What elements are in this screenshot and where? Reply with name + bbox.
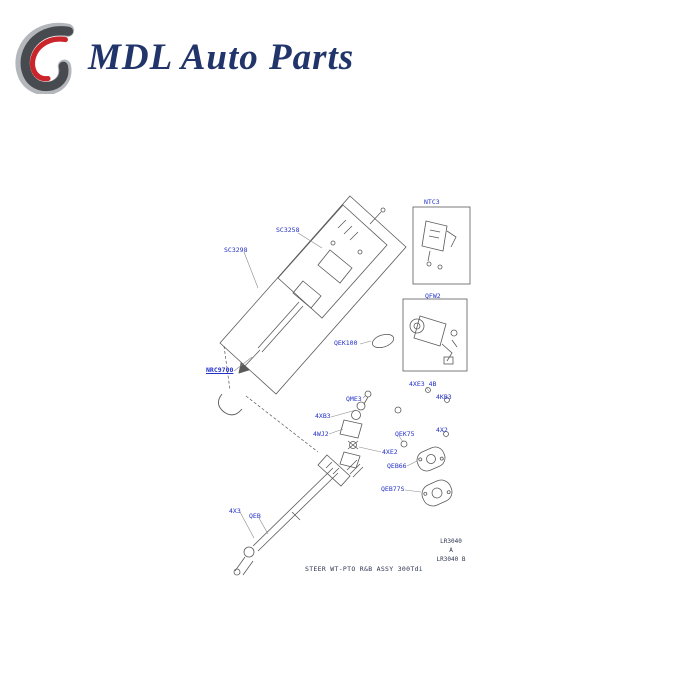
diagram-footnote: LR3040 A LR3040 B: [428, 537, 474, 564]
clamp-hook: [218, 393, 243, 416]
footnote-line: LR3040: [440, 538, 462, 545]
part-callout: QEB77S: [381, 485, 405, 493]
mdl-swoosh-logo-icon: [15, 22, 75, 94]
lock-inset-box: [402, 298, 468, 372]
upper-column-box: [219, 195, 407, 395]
part-callout: QFW2: [425, 292, 441, 300]
gasket-plates: [416, 446, 453, 507]
footnote-line: A: [449, 547, 453, 554]
part-callout: 4X2: [436, 426, 448, 434]
part-callout: QME3: [346, 395, 362, 403]
part-callout: QEB66: [387, 462, 407, 470]
brand-name: MDL Auto Parts: [88, 36, 355, 78]
part-callout: 4XB3: [315, 412, 331, 420]
part-callout: QEK100: [334, 339, 358, 347]
part-callout: QEB: [249, 512, 261, 520]
switch-inset-box: [412, 206, 471, 285]
column-assembly: [238, 207, 386, 374]
part-callout: SC3298: [224, 246, 248, 254]
part-callout: QEK75: [395, 430, 415, 438]
logo-swoosh-dark: [20, 26, 74, 92]
diagram-caption: STEER WT-PTO R&B ASSY 300Tdi: [305, 565, 423, 573]
part-callout: 4X3: [229, 507, 241, 515]
part-callout: NTC3: [424, 198, 440, 206]
part-callout: 4WJ2: [313, 430, 329, 438]
brand-header: MDL Auto Parts: [14, 20, 354, 94]
dashed-leader-lines: [223, 345, 319, 453]
footnote-line: LR3040 B: [436, 556, 466, 563]
part-callout: NRC9700: [206, 366, 234, 374]
part-callout: 4XE2: [382, 448, 398, 456]
leader-lines: [233, 232, 446, 539]
part-callout: SC3258: [276, 226, 300, 234]
part-callout: 4KB3: [436, 393, 452, 401]
lower-steering-shaft: [233, 454, 364, 576]
logo-swoosh-red: [29, 36, 68, 82]
part-callout: 4XE3 4B: [409, 380, 437, 388]
